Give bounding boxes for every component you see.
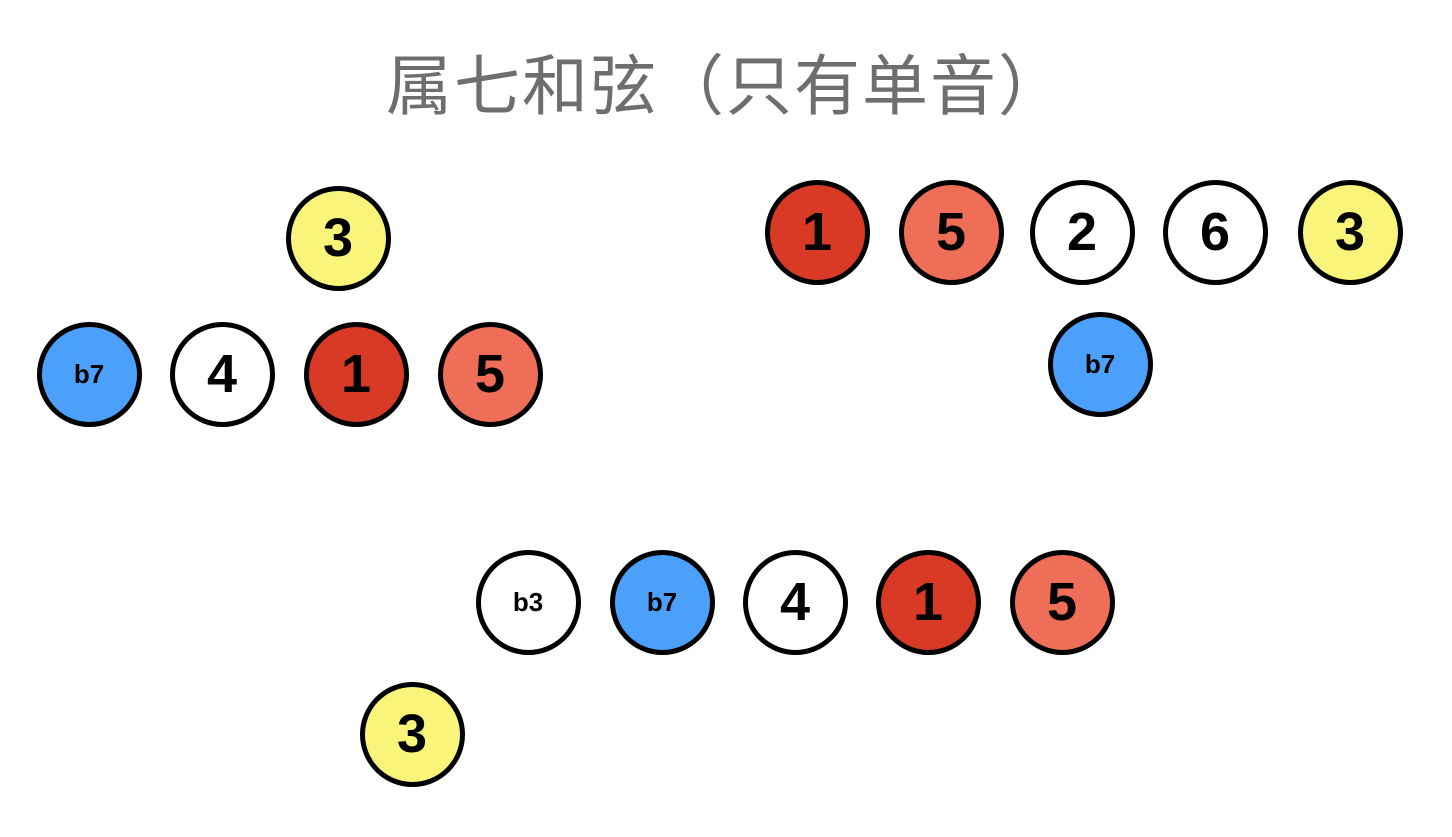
note-root: 1	[303, 321, 409, 427]
note-third: 3	[359, 681, 465, 787]
note-third: 3	[1297, 179, 1403, 285]
note-flat-seventh: b7	[609, 549, 715, 655]
note-fifth: 5	[437, 321, 543, 427]
note-sixth: 6	[1162, 179, 1268, 285]
note-root: 1	[875, 549, 981, 655]
page-title: 属七和弦（只有单音）	[386, 48, 1066, 125]
note-third: 3	[285, 185, 391, 291]
note-flat-third: b3	[475, 549, 581, 655]
note-fourth: 4	[169, 321, 275, 427]
note-fourth: 4	[742, 549, 848, 655]
note-fifth: 5	[898, 179, 1004, 285]
note-second: 2	[1029, 179, 1135, 285]
note-flat-seventh: b7	[36, 321, 142, 427]
note-root: 1	[764, 179, 870, 285]
note-fifth: 5	[1009, 549, 1115, 655]
note-flat-seventh: b7	[1047, 311, 1153, 417]
